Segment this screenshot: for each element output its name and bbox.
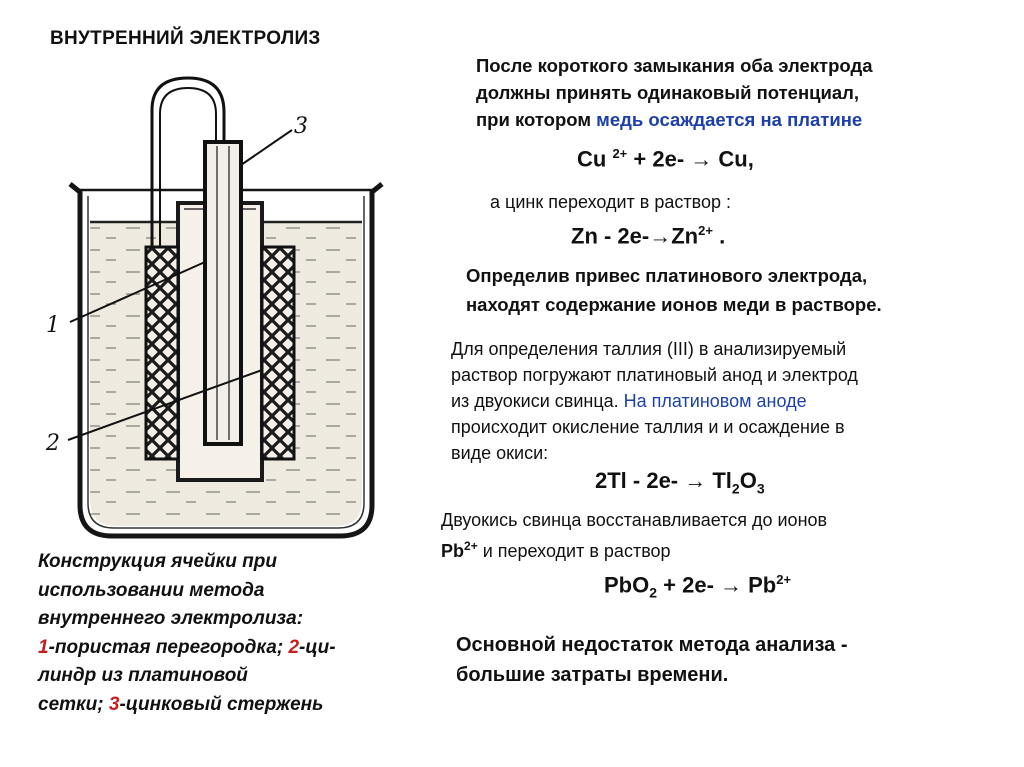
text-line: виде окиси: <box>451 443 549 463</box>
platinum-mesh-right <box>260 245 296 461</box>
diagram-label-3: 3 <box>294 114 308 139</box>
connecting-wire <box>150 76 226 247</box>
thallium-paragraph: Для определения таллия (III) в анализиру… <box>451 336 858 466</box>
text-line: должны принять одинаковый потенциал, <box>476 82 860 103</box>
zinc-rod <box>203 140 243 446</box>
lead-equation: PbO2 + 2e- → Pb2+ <box>604 572 792 601</box>
caption-number-2: 2 <box>288 636 300 658</box>
platinum-mesh-left <box>144 245 180 461</box>
caption-number-3: 3 <box>108 693 120 715</box>
text-line: из двуокиси свинца. На платиновом аноде <box>451 391 807 411</box>
text-line: Определив привес платинового электрода, <box>466 265 868 286</box>
caption-number-1: 1 <box>38 636 49 658</box>
text-line: использовании метода <box>38 579 265 601</box>
text-line: 1-пористая перегородка; 2-ци- <box>38 636 336 658</box>
text-line: Конструкция ячейки при <box>38 551 277 572</box>
text-line: Двуокись свинца восстанавливается до ион… <box>441 510 828 530</box>
text-line: сетки; 3-цинковый стержень <box>38 693 324 715</box>
text-line: происходит окисление таллия и и осаждени… <box>451 417 845 437</box>
determination-paragraph: Определив привес платинового электрода, … <box>466 261 882 319</box>
text-line: находят содержание ионов меди в растворе… <box>466 294 882 315</box>
text-line: внутреннего электролиза: <box>38 608 304 629</box>
page-title: ВНУТРЕННИЙ ЭЛЕКТРОЛИЗ <box>50 28 321 49</box>
text-line: Pb2+ и переходит в раствор <box>441 539 671 561</box>
diagram-label-2: 2 <box>45 431 60 456</box>
lead-paragraph: Двуокись свинца восстанавливается до ион… <box>441 507 827 564</box>
text-line: раствор погружают платиновый анод и элек… <box>451 365 858 385</box>
copper-equation: Cu 2+ + 2e- → Cu, <box>577 146 754 172</box>
text-line: Основной недостаток метода анализа - <box>456 634 848 656</box>
text-line: Для определения таллия (III) в анализиру… <box>451 339 847 359</box>
short-circuit-paragraph: После короткого замыкания оба электрода … <box>476 52 996 133</box>
diagram-label-1: 1 <box>46 313 60 338</box>
highlight-copper: медь осаждается на платине <box>596 109 863 130</box>
zinc-equation: Zn - 2e-→Zn2+ . <box>571 223 726 249</box>
highlight-anode: На платиновом аноде <box>623 391 807 411</box>
diagram-caption: Конструкция ячейки при использовании мет… <box>38 548 418 719</box>
text-line: После короткого замыкания оба электрода <box>476 55 873 76</box>
text-line: при котором медь осаждается на платине <box>476 109 863 130</box>
beaker <box>68 182 384 539</box>
text-line: линдр из платиновой <box>38 665 248 686</box>
thallium-equation: 2Tl - 2e- → Tl2O3 <box>595 468 765 497</box>
conclusion: Основной недостаток метода анализа - бол… <box>456 630 847 690</box>
zinc-sentence: а цинк переходит в раствор : <box>490 192 732 212</box>
text-line: большие затраты времени. <box>456 664 729 686</box>
